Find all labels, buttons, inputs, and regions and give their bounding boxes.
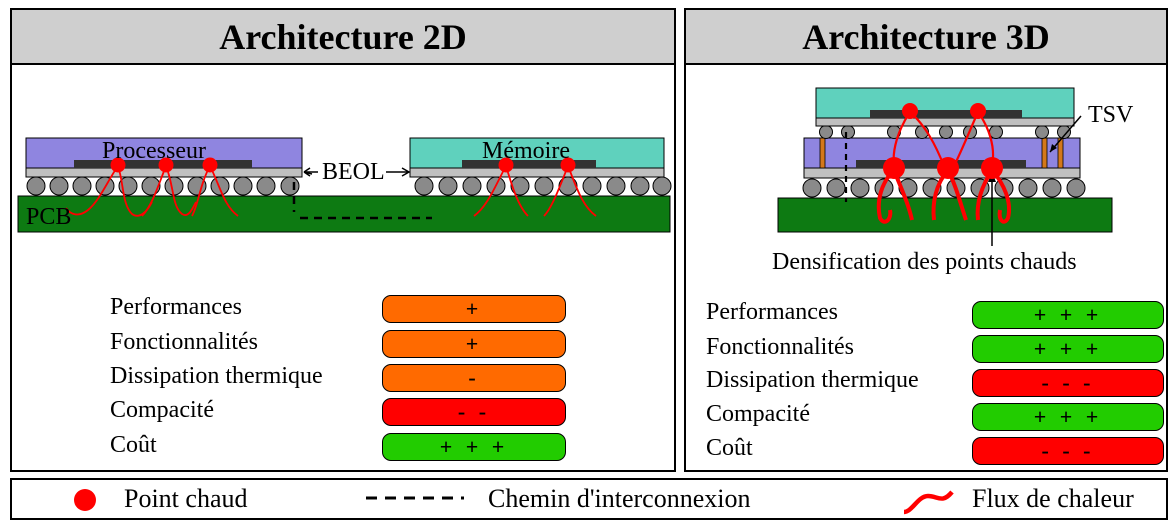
label-memory: Mémoire bbox=[482, 138, 570, 164]
heat-flux-legend-icon bbox=[903, 490, 954, 515]
metric-label: Dissipation thermique bbox=[110, 363, 323, 389]
metric-label: Coût bbox=[110, 432, 157, 458]
metric-rating-pill: + bbox=[382, 295, 566, 323]
metric-rating-pill: + + + bbox=[382, 433, 566, 461]
label-pcb: PCB bbox=[26, 204, 72, 230]
metric-label: Performances bbox=[110, 294, 242, 320]
legend-interconnect-label: Chemin d'interconnexion bbox=[488, 484, 751, 513]
metric-rating-pill: + bbox=[382, 330, 566, 358]
hotspots-3d bbox=[883, 103, 1003, 179]
metric-rating-pill: + + + bbox=[972, 335, 1164, 363]
pcb-3d bbox=[777, 197, 1113, 233]
bumps-processor bbox=[26, 176, 300, 196]
metric-rating-pill: + + + bbox=[972, 403, 1164, 431]
metric-label: Fonctionnalités bbox=[110, 329, 258, 355]
metric-rating-pill: + + + bbox=[972, 301, 1164, 329]
metric-rating-pill: - - - bbox=[972, 437, 1164, 465]
memory-beol bbox=[409, 167, 665, 178]
metric-label: Performances bbox=[706, 299, 838, 325]
metric-label: Fonctionnalités bbox=[706, 334, 854, 360]
label-densification: Densification des points chauds bbox=[772, 249, 1077, 275]
metric-label: Dissipation thermique bbox=[706, 367, 919, 393]
legend: Point chaud Chemin d'interconnexion Flux… bbox=[10, 478, 1168, 520]
label-beol: BEOL bbox=[322, 159, 385, 185]
metric-rating-pill: - - - bbox=[972, 369, 1164, 397]
hotspot-legend-icon bbox=[74, 489, 96, 511]
legend-hotspot-label: Point chaud bbox=[124, 484, 248, 513]
panel-2d: Architecture 2D bbox=[10, 8, 676, 472]
metric-rating-pill: - - bbox=[382, 398, 566, 426]
pcb-2d bbox=[17, 195, 671, 233]
panel-2d-title: Architecture 2D bbox=[12, 10, 674, 65]
panel-3d: Architecture 3D bbox=[684, 8, 1168, 472]
metric-label: Coût bbox=[706, 435, 753, 461]
dashed-line-legend-icon bbox=[366, 496, 464, 500]
label-processor: Processeur bbox=[102, 138, 206, 164]
bumps-memory bbox=[414, 176, 672, 196]
metric-label: Compacité bbox=[110, 397, 214, 423]
hotspots-2d bbox=[110, 157, 576, 173]
diagram-3d bbox=[777, 87, 1113, 246]
diagram-2d bbox=[17, 137, 672, 233]
metric-label: Compacité bbox=[706, 401, 810, 427]
label-tsv: TSV bbox=[1088, 102, 1134, 128]
metric-rating-pill: - bbox=[382, 364, 566, 392]
panel-3d-title: Architecture 3D bbox=[686, 10, 1166, 65]
legend-heat-flux-label: Flux de chaleur bbox=[972, 484, 1134, 513]
interconnect-path-2d bbox=[292, 182, 432, 220]
